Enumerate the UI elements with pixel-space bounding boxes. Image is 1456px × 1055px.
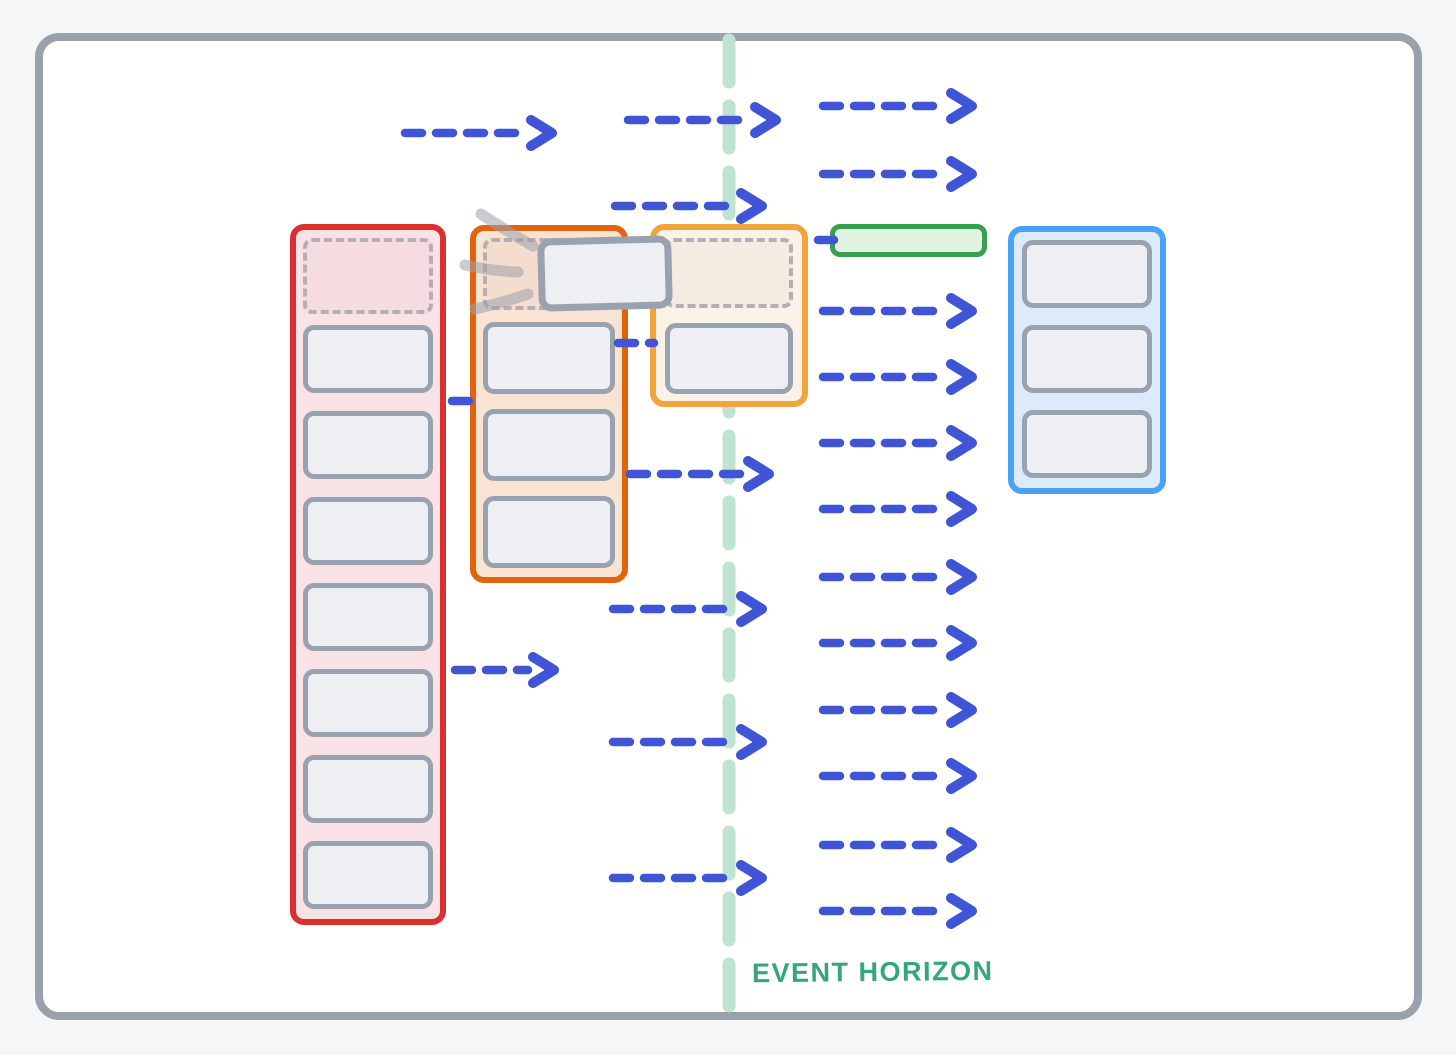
blue-stack-slot-box [1022,325,1152,393]
red-stack-container [290,224,446,925]
dashed-arrow-right [610,188,767,224]
dashed-arrow-fragment [447,396,477,406]
dashed-arrow-right [818,156,977,192]
dashed-arrow-right [818,425,977,461]
dashed-arrow-right [400,115,557,151]
red-stack-placeholder-slot [303,238,433,314]
red-stack-slot-box [303,325,433,393]
red-stack-slot-box [303,755,433,823]
dashed-arrow-right [818,692,977,728]
dashed-arrow-right [818,88,977,124]
dashed-arrow-right [608,591,767,627]
orange-stack-slot-box [483,322,615,394]
orange-stack-slot-box [483,409,615,481]
dashed-arrow-right [818,625,977,661]
dashed-arrow-right [625,456,774,492]
dashed-arrow-fragment [613,338,659,348]
dashed-arrow-right [818,293,977,329]
dashed-arrow-right [818,491,977,527]
dashed-arrow-right [818,827,977,863]
red-stack-slot-box [303,583,433,651]
red-stack-slot-box [303,841,433,909]
dashed-arrow-right [450,652,559,688]
red-stack-slot-box [303,669,433,737]
red-stack-slot-box [303,411,433,479]
event-horizon-label: EVENT HORIZON [751,955,994,989]
dashed-arrow-right [608,860,767,896]
dashed-arrow-right [818,893,977,929]
dashed-arrow-right [608,724,767,760]
dashed-arrow-right [818,359,977,395]
dashed-arrow-right [818,758,977,794]
dashed-arrow-right [623,102,781,138]
blue-stack-container [1008,226,1166,494]
dashed-arrow-fragment [813,235,839,245]
blue-stack-slot-box [1022,410,1152,478]
blue-stack-slot-box [1022,240,1152,308]
orange-stack-slot-box [483,496,615,568]
red-stack-slot-box [303,497,433,565]
dashed-arrow-right [818,559,977,595]
